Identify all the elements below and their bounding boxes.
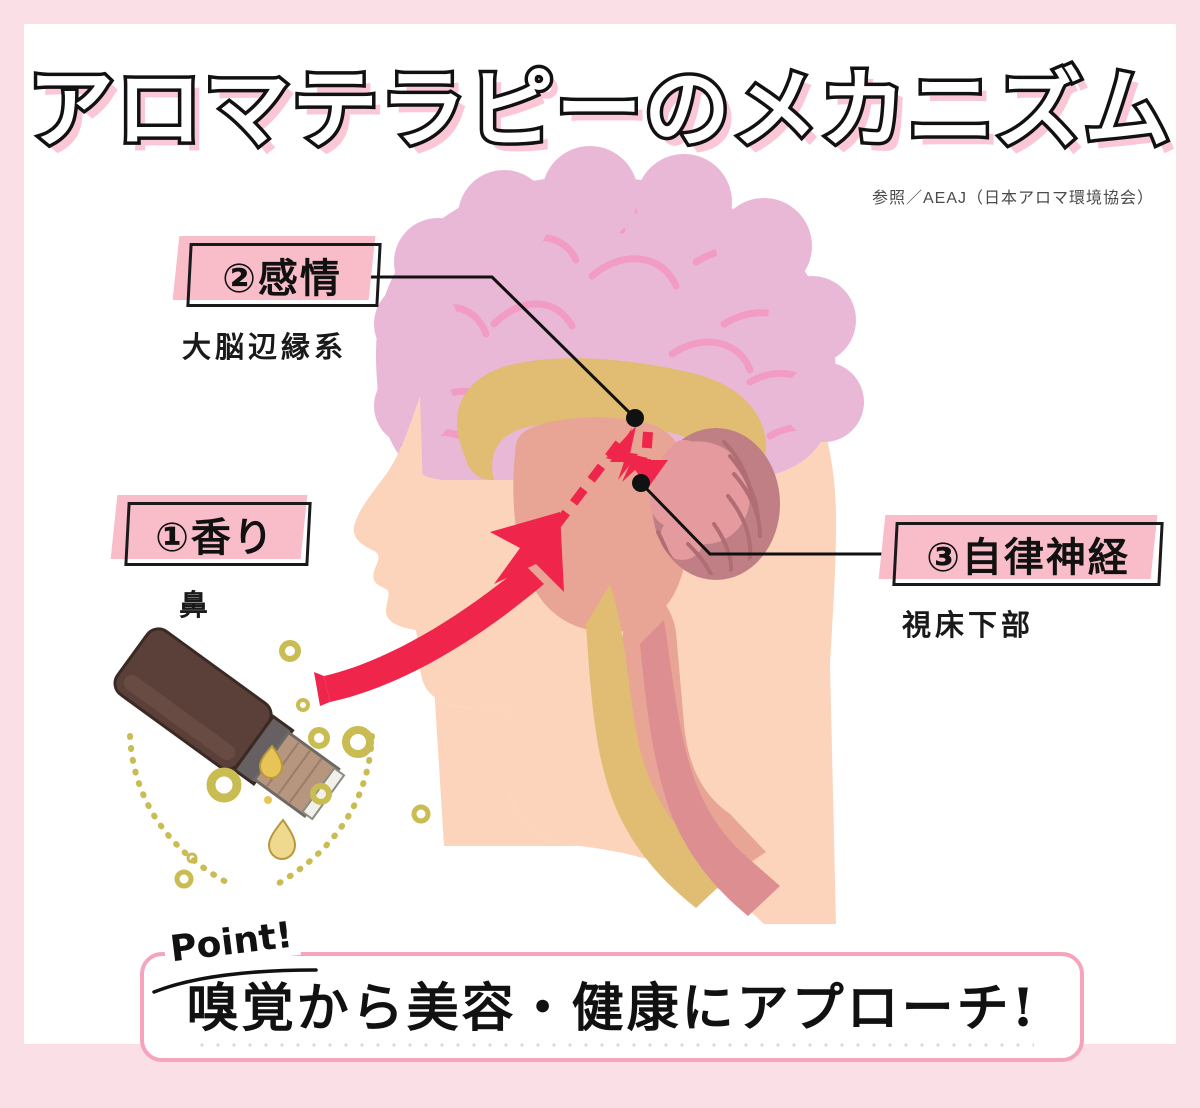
page-title: アロマテラピーのメカニズム アロマテラピーのメカニズム <box>24 50 1179 170</box>
infographic-canvas: アロマテラピーのメカニズム アロマテラピーのメカニズム 参照／AEAJ（日本アロ… <box>24 24 1179 1062</box>
label-3-sub: 視床下部 <box>902 608 1035 642</box>
face-contour <box>353 396 580 846</box>
aromatherapy-diagram <box>113 146 892 924</box>
label-2-sub: 大脳辺縁系 <box>182 330 348 364</box>
label-2-text: ②感情 <box>222 256 342 302</box>
leader-lines <box>356 275 892 556</box>
label-1-sub: 鼻 <box>179 588 213 622</box>
label-3-text: ③自律神経 <box>926 535 1130 581</box>
label-3[interactable]: ③自律神経 <box>878 515 1166 586</box>
cerebrum-lobes <box>374 146 864 446</box>
point-dotted-underline <box>194 1042 1034 1048</box>
aroma-dotted-arcs <box>127 733 375 889</box>
essential-oil-bottle <box>113 627 346 861</box>
limbic-dot <box>626 409 644 427</box>
limbic-up-arrow <box>552 426 648 529</box>
page-title-text: アロマテラピーのメカニズム <box>25 57 1174 164</box>
point-message: 嗅覚から美容・健康にアプローチ! <box>186 978 1038 1039</box>
hypothalamus-dot <box>632 474 650 492</box>
label-1[interactable]: ①香り <box>110 495 312 566</box>
inhalation-arrow <box>314 512 564 706</box>
point-underline <box>152 968 318 994</box>
label-2[interactable]: ②感情 <box>172 236 382 307</box>
label-1-text: ①香り <box>155 515 275 561</box>
hypothalamus-down-arrow <box>628 431 668 488</box>
leader-dots <box>626 409 650 492</box>
aroma-rings <box>174 640 431 889</box>
oil-drops <box>258 744 297 861</box>
credit-attribution: 参照／AEAJ（日本アロマ環境協会） <box>871 190 1154 207</box>
